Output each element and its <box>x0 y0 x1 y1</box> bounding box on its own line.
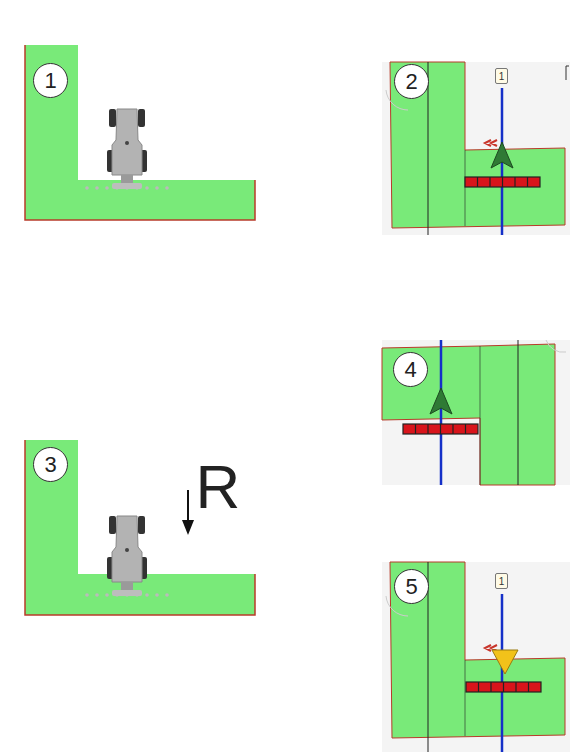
callout-number: 5 <box>394 569 429 604</box>
callout-number: 1 <box>33 63 68 98</box>
track-flag: 1 <box>495 573 508 589</box>
track-flag: 1 <box>495 68 508 84</box>
reverse-letter: R <box>192 450 244 522</box>
callout-number: 3 <box>33 447 68 482</box>
callout-number: 4 <box>393 352 428 387</box>
callout-number: 2 <box>394 64 429 99</box>
